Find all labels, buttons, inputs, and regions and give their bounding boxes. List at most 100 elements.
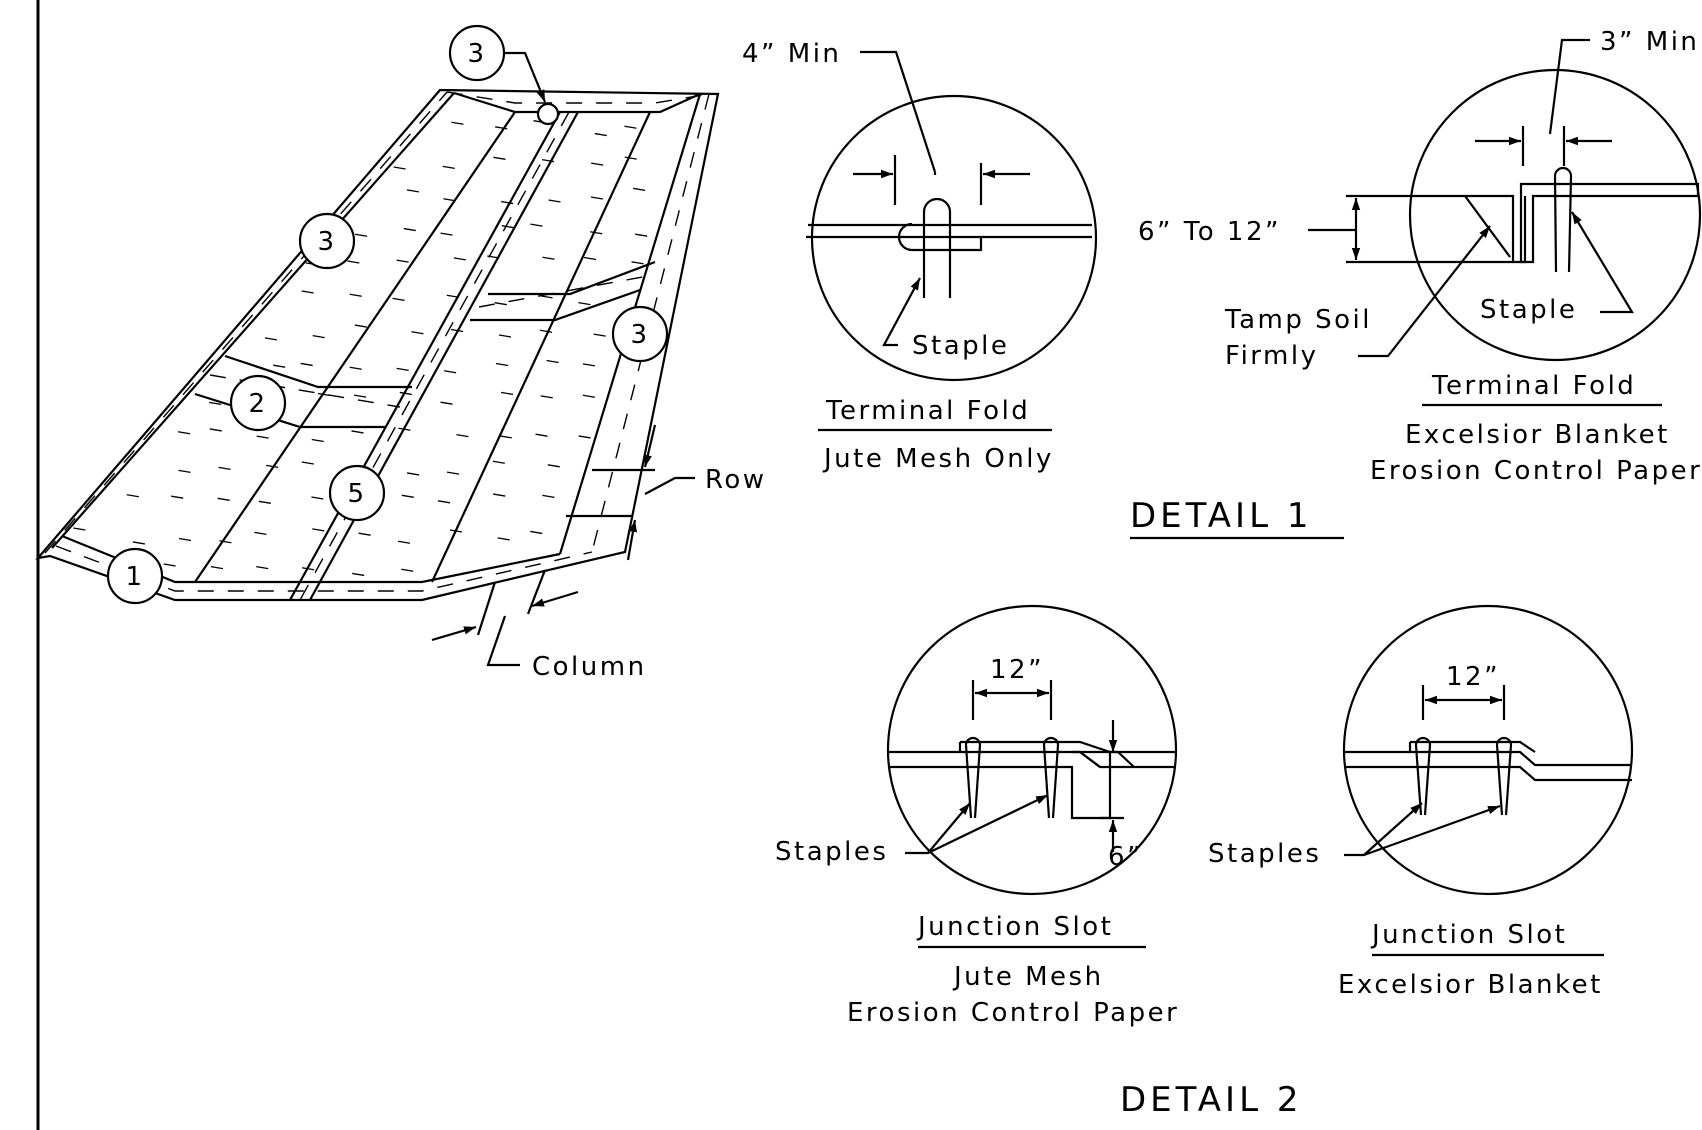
blanket-texture-dash	[311, 438, 324, 443]
detail2-left-depth: 6”	[1108, 842, 1143, 872]
blanket-texture-dash	[171, 495, 184, 499]
blanket-seam-3	[431, 111, 651, 583]
blanket-texture-dash	[583, 256, 597, 261]
column-label: Column	[532, 652, 647, 682]
blanket-texture-dash	[500, 391, 514, 396]
detail2-right-material-line1: Excelsior Blanket	[1338, 970, 1603, 1000]
blanket-texture-dash	[446, 471, 460, 475]
blanket-texture-dash	[73, 527, 86, 531]
blanket-texture-dash	[492, 460, 505, 464]
blanket-texture-dash	[631, 261, 644, 265]
detail1-right-terminal-fold: 3” Min 6” To 12” Tamp Soil Firmly Staple…	[1138, 27, 1702, 486]
blanket-texture-dash	[456, 434, 469, 438]
svg-text:3: 3	[467, 39, 486, 69]
blanket-texture-dash	[542, 494, 555, 499]
blanket-texture-dash	[256, 435, 269, 439]
blanket-texture-dash	[301, 461, 314, 465]
blanket-row-overlap-right	[470, 260, 656, 322]
blanket-texture-dash	[163, 563, 176, 567]
svg-text:5: 5	[347, 479, 366, 509]
blanket-texture-dash	[406, 189, 419, 193]
blanket-texture-dash	[355, 233, 368, 237]
blanket-texture-dash	[530, 530, 543, 535]
blanket-texture-dash	[578, 301, 591, 306]
detail2-right-spacing: 12”	[1446, 662, 1500, 692]
blanket-texture-dash	[437, 500, 451, 504]
blanket-texture-dash	[578, 435, 591, 439]
blanket-texture-dash	[540, 395, 553, 399]
row-label: Row	[705, 465, 767, 495]
blanket-texture-dash	[539, 329, 553, 333]
callout-3-top: 3	[448, 24, 560, 126]
blanket-texture-dash	[591, 162, 604, 166]
blanket-texture-dash	[593, 333, 606, 337]
blanket-texture-dash	[451, 121, 464, 125]
blanket-texture-dash	[311, 496, 324, 500]
detail1-left-material: Jute Mesh Only	[822, 444, 1054, 474]
detail1-right-heading: Terminal Fold	[1431, 371, 1636, 401]
blanket-texture-dash	[399, 391, 412, 396]
detail1-left-staple: Staple	[912, 331, 1009, 361]
blanket-texture-dash	[406, 472, 420, 476]
blanket-outline	[35, 88, 720, 602]
blanket-texture-dash	[132, 541, 145, 545]
blanket-texture-dash	[501, 225, 515, 229]
blanket-texture-dash	[300, 362, 313, 367]
blanket-texture-dash	[548, 199, 561, 203]
blanket-texture-dash	[219, 540, 232, 544]
blanket-left-edge-dash	[44, 91, 448, 554]
blanket-texture-dash	[347, 260, 360, 264]
blanket-texture-dash	[178, 537, 192, 542]
blanket-top-edge-dash	[446, 91, 710, 104]
blanket-texture-dash	[349, 293, 362, 297]
blanket-texture-dash	[499, 435, 512, 439]
blanket-seam-2a	[289, 111, 561, 601]
blanket-texture-dash	[312, 334, 325, 339]
blanket-texture-dash	[582, 363, 595, 367]
blanket-texture-dash	[453, 257, 466, 261]
blanket-texture-dash	[494, 302, 507, 306]
detail1-right-dim-depth: 6” To 12”	[1138, 217, 1281, 247]
blanket-texture-dash	[126, 494, 139, 498]
blanket-texture-dash	[393, 166, 406, 170]
blanket-isometric-view	[35, 88, 720, 602]
blanket-texture-dash	[535, 433, 548, 437]
blanket-texture-dash	[217, 497, 230, 501]
blanket-texture-dash	[354, 324, 367, 328]
detail2-left-material-line2: Erosion Control Paper	[847, 998, 1179, 1028]
callout-3-right: 3	[611, 305, 669, 363]
blanket-texture-dash	[497, 537, 510, 541]
blanket-texture-dash	[632, 187, 646, 191]
blanket-texture-dash	[256, 565, 269, 570]
blanket-texture-dash	[635, 233, 648, 237]
detail1-title: DETAIL 1	[1130, 496, 1312, 536]
blanket-texture-dash	[258, 500, 271, 504]
blanket-texture-dash	[547, 464, 560, 468]
blanket-seam-2-dash	[299, 111, 570, 601]
blanket-texture-dash	[495, 126, 508, 130]
blanket-texture-dash	[440, 401, 453, 405]
blanket-texture-dash	[351, 430, 364, 434]
detail1-right-material-line1: Excelsior Blanket	[1405, 420, 1670, 450]
blanket-row-overlap-left	[194, 354, 412, 429]
blanket-texture-dash	[624, 156, 637, 160]
detail2-left-staples: Staples	[775, 837, 888, 867]
blanket-texture-dash	[444, 370, 457, 374]
detail2-title: DETAIL 2	[1120, 1080, 1302, 1120]
blanket-texture-dash	[392, 297, 405, 302]
blanket-texture-dash	[594, 132, 607, 137]
blanket-texture-dash	[540, 295, 553, 299]
blanket-texture-dash	[397, 540, 411, 544]
blanket-texture-dash	[495, 362, 509, 367]
column-dimension: Column	[431, 569, 647, 682]
svg-text:2: 2	[248, 389, 267, 419]
blanket-texture-dash	[624, 125, 637, 129]
detail2-right-heading: Junction Slot	[1370, 920, 1567, 950]
blanket-texture-dash	[349, 366, 362, 370]
blanket-texture-dash	[501, 200, 514, 205]
blanket-texture-dash	[530, 223, 543, 227]
row-dimension: Row	[566, 424, 767, 561]
blanket-texture-dash	[582, 394, 596, 398]
callout-3-left: 3	[298, 212, 356, 270]
